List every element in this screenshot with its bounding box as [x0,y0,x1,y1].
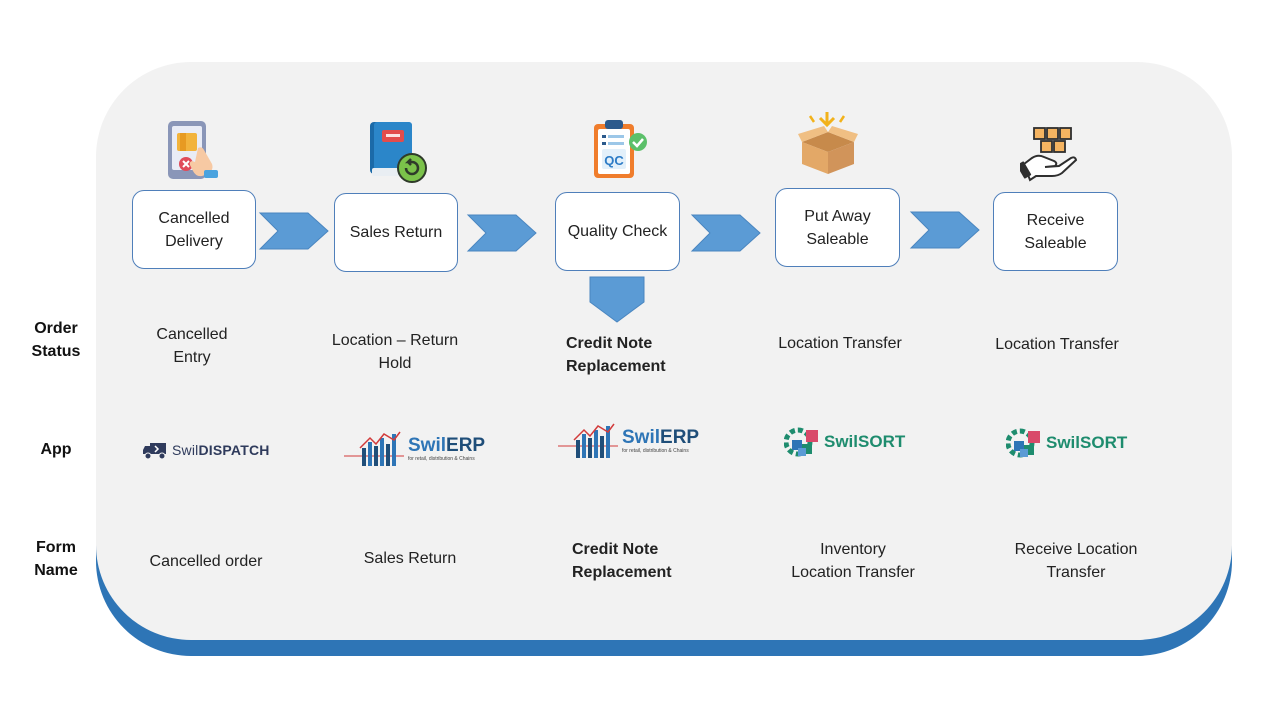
status-line2: Replacement [566,358,666,375]
step-label-line2: Saleable [806,230,869,248]
qc-clipboard-icon: QC [588,116,650,182]
step-sales-return: Sales Return [334,193,458,272]
form-name-cell: Sales Return [330,547,490,570]
swil-sort-logo: SwilSORT [784,426,905,458]
logo-prefix: Swil [172,442,199,458]
form-name-cell: Receive Location Transfer [991,538,1161,584]
svg-text:QC: QC [604,153,624,168]
swil-sort-logo: SwilSORT [1006,427,1127,459]
swil-dispatch-logo: SwilDISPATCH [142,440,270,460]
row-label-form-name: Form Name [11,536,101,582]
flow-arrow-3 [690,214,761,252]
logo-tagline: for retail, distribution & Chains [408,456,475,462]
step-label-line1: Receive [1026,211,1085,229]
logo-prefix: Swil [622,427,661,448]
flow-arrow-2 [466,214,537,252]
form-line1: Sales Return [363,550,457,567]
receive-boxes-hand-icon [1020,124,1082,182]
row-label-app: App [40,441,72,458]
form-line1: Cancelled order [149,553,263,570]
logo-prefix: Swil [408,435,447,456]
open-box-icon [796,108,860,178]
form-line1: Receive Location [1014,541,1138,558]
form-line1: Credit Note [572,541,659,558]
swil-erp-logo: SwilERP for retail, distribution & Chain… [344,430,485,468]
step-quality-check: Quality Check [555,192,680,271]
status-line1: Credit Note [566,335,653,352]
row-label-line1: Form [36,539,76,556]
status-line2: Hold [378,355,412,372]
step-label-line1: Quality Check [567,223,668,240]
step-label-line1: Sales Return [349,224,443,241]
row-label-order-status: Order Status [11,317,101,363]
step-label-line1: Cancelled [158,209,230,227]
return-book-icon [364,118,430,186]
status-line1: Cancelled [156,326,228,343]
order-status-cell: Location Transfer [760,332,920,355]
cancel-order-phone-icon [160,118,226,184]
order-status-cell: Location Transfer [977,333,1137,356]
logo-name: ERP [660,427,700,448]
status-line1: Location Transfer [778,335,902,352]
form-name-cell: Credit Note Replacement [572,538,722,584]
flow-arrow-1 [258,212,329,250]
logo-tagline: for retail, distribution & Chains [622,448,689,454]
row-label-line2: Status [31,343,81,360]
form-line1: Inventory [820,541,886,558]
form-line2: Replacement [572,564,672,581]
order-status-cell: Location – Return Hold [310,329,480,375]
status-line1: Location Transfer [995,336,1119,353]
swil-erp-logo: SwilERP for retail, distribution & Chain… [558,422,699,460]
step-label-line2: Saleable [1024,234,1087,252]
logo-name: DISPATCH [198,442,270,458]
row-label-line1: Order [34,320,78,337]
logo-prefix: Swil [824,432,859,451]
form-line2: Transfer [1046,564,1106,581]
logo-name: SORT [1080,433,1128,452]
gear-boxes-icon [1006,428,1040,458]
logo-prefix: Swil [1046,433,1081,452]
status-line2: Entry [173,349,211,366]
logo-name: SORT [858,432,906,451]
order-status-cell: Cancelled Entry [112,323,272,369]
row-label-line2: Name [34,562,78,579]
logo-name: ERP [446,435,486,456]
gear-boxes-icon [784,427,818,457]
order-status-cell: Credit Note Replacement [566,332,716,378]
step-label-line2: Delivery [165,232,223,250]
bar-chart-logo-icon [558,423,618,458]
form-name-cell: Inventory Location Transfer [768,538,938,584]
truck-icon [143,443,166,460]
form-line2: Location Transfer [791,564,915,581]
flow-arrow-4 [909,211,980,249]
form-name-cell: Cancelled order [126,550,286,573]
status-line1: Location – Return [331,332,459,349]
step-label-line1: Put Away [804,207,871,225]
bar-chart-logo-icon [344,431,404,466]
down-arrow [589,276,645,323]
